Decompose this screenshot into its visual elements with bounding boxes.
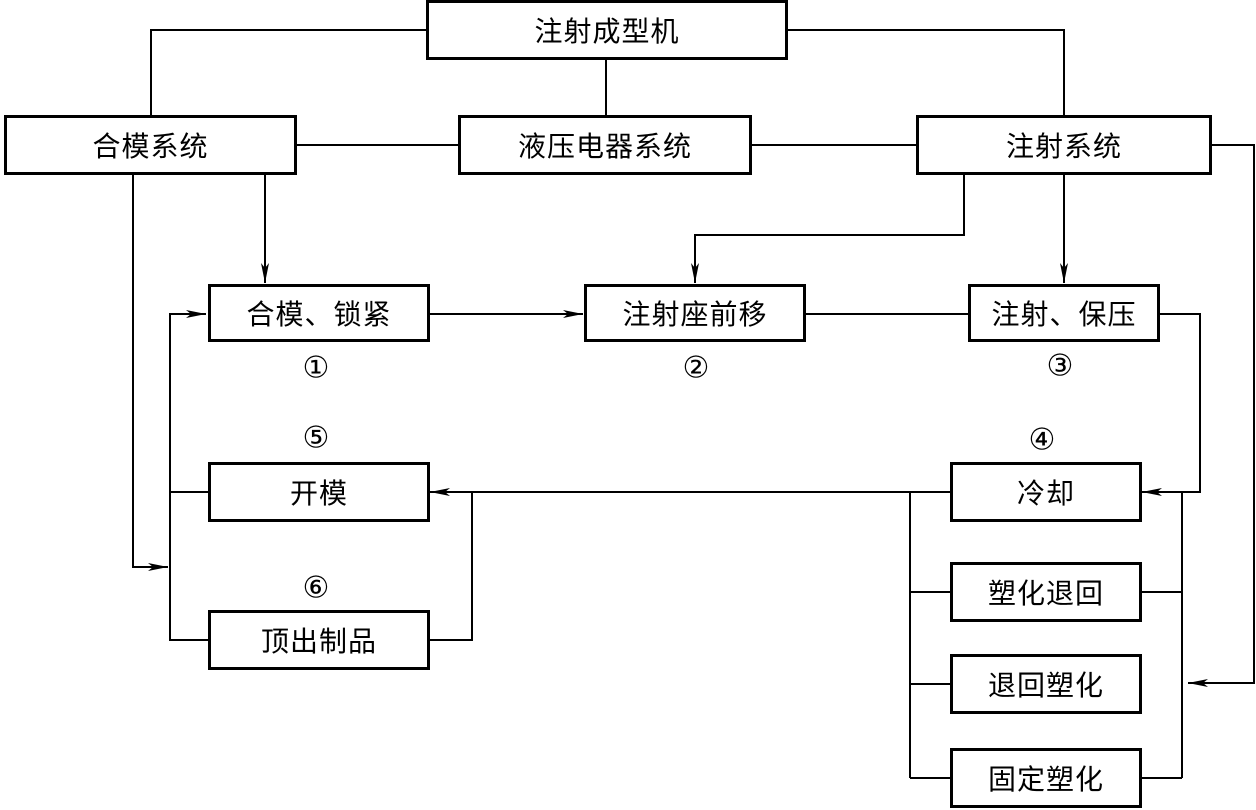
step-number-6: ⑥ [302, 570, 330, 606]
arrow-injection-to-retract-plasticize [1188, 144, 1255, 687]
step-number-2: ② [682, 350, 710, 386]
line-top-to-clamping [150, 29, 426, 115]
cooling-step-box: 冷却 [950, 462, 1142, 522]
seat-forward-step-box: 注射座前移 [584, 284, 806, 342]
arrow-clamping-to-eject [132, 175, 168, 571]
mold-clamping-system-box: 合模系统 [4, 115, 297, 175]
step-number-4: ④ [1028, 422, 1056, 458]
arrow-return-to-clamp [169, 310, 208, 641]
line-top-to-injection [788, 29, 1065, 115]
injection-molding-machine-box: 注射成型机 [426, 0, 788, 60]
inject-hold-step-box: 注射、保压 [968, 284, 1160, 342]
step-number-1: ① [302, 350, 330, 386]
eject-product-step-box: 顶出制品 [208, 610, 430, 670]
injection-system-box: 注射系统 [916, 115, 1212, 175]
step-number-3: ③ [1046, 348, 1074, 384]
hydraulic-electric-system-box: 液压电器系统 [458, 115, 752, 175]
open-mold-step-box: 开模 [208, 462, 430, 522]
arrow-injection-to-seat [691, 175, 965, 283]
retract-then-plasticize-box: 退回塑化 [950, 654, 1142, 714]
fixed-plasticize-box: 固定塑化 [950, 748, 1142, 808]
step-number-5: ⑤ [302, 420, 330, 456]
line-eject-loop [430, 492, 473, 641]
plasticize-then-retract-box: 塑化退回 [950, 562, 1142, 622]
arrow-inject-to-cooling [1142, 313, 1201, 496]
clamp-lock-step-box: 合模、锁紧 [208, 284, 430, 342]
